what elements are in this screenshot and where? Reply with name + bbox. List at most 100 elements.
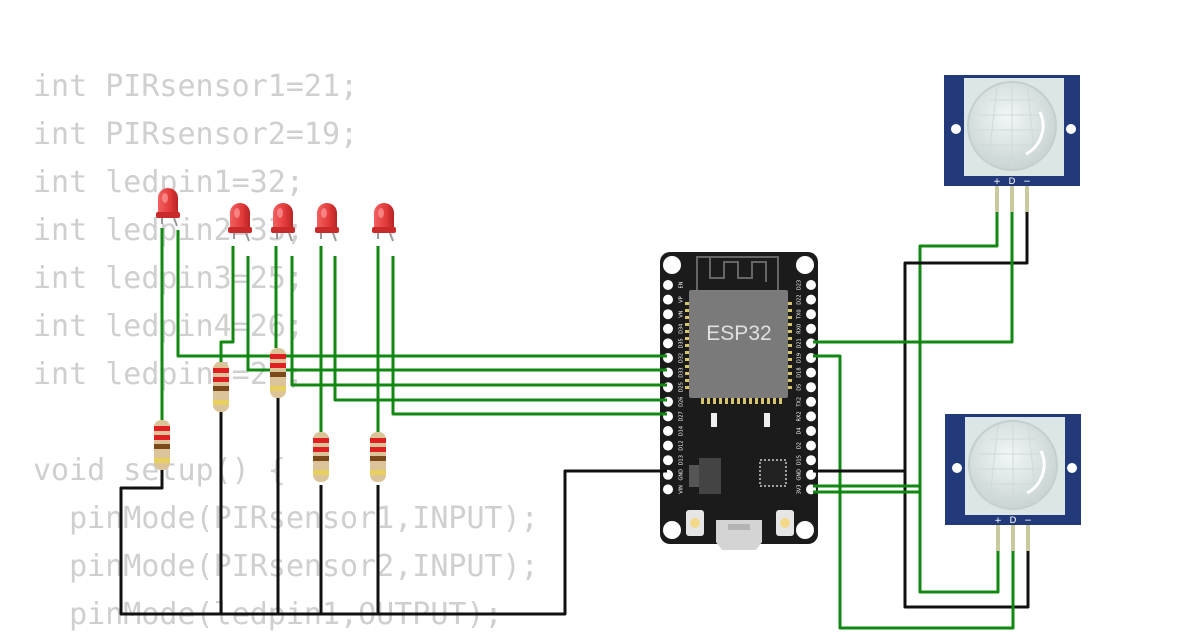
resistor (313, 432, 329, 482)
pin-label: D33 (679, 367, 685, 377)
pin-label: RX0 (797, 324, 803, 334)
resistor-band (154, 444, 170, 449)
pin-label: VIN (679, 485, 685, 494)
voltage-regulator (699, 458, 721, 494)
led-rim (271, 227, 295, 233)
pin-pad (806, 426, 816, 436)
pin-label: EN (679, 281, 685, 288)
pin-label: GND (797, 469, 803, 481)
pin-label: D26 (679, 397, 685, 407)
shield-pad (701, 398, 704, 404)
resistor (213, 362, 229, 412)
led-highlight (378, 208, 384, 218)
pir-pin (1025, 186, 1029, 212)
pir-dome-highlight (1025, 111, 1045, 156)
pin-pad (663, 323, 673, 334)
shield-pad (767, 398, 770, 404)
esp32-board[interactable]: ESP32 ENVPVND34D35D32D33D25D26D27D14D12D… (660, 252, 818, 550)
led-leg (245, 232, 250, 242)
wires (119, 212, 1030, 630)
shield-pad (685, 344, 689, 347)
pir-pin (1026, 525, 1030, 551)
wire (219, 246, 235, 362)
resistor-band (213, 400, 229, 405)
shield-pad (788, 358, 792, 361)
code-line: int PIRsensor1=21; (33, 69, 359, 104)
led-body (273, 203, 293, 227)
resistor-band (370, 456, 386, 461)
resistor-band (213, 386, 229, 391)
pir-pin-label-data: D (1009, 177, 1016, 187)
pin-pad (806, 382, 816, 393)
shield-pad (788, 309, 792, 312)
shield-pad (685, 323, 689, 326)
shield-pad (685, 309, 689, 312)
mount-hole (663, 521, 681, 539)
led-highlight (277, 208, 283, 218)
mount-hole (796, 256, 814, 274)
chip-label: ESP32 (706, 322, 771, 345)
pin-label: D4 (797, 427, 803, 434)
pin-pad (663, 426, 673, 436)
pin-label: RX2 (797, 411, 803, 421)
wire (918, 212, 1000, 594)
code-line: int ledpin3=25; (33, 261, 304, 296)
pin-label: TX0 (797, 309, 803, 320)
shield-pad (788, 379, 792, 382)
boot-button-cap (690, 518, 700, 528)
pin-label: D15 (797, 455, 803, 465)
pir-pin (1011, 525, 1015, 551)
pin-pad (806, 280, 816, 290)
pin-pad (806, 367, 816, 378)
pir-pin (996, 525, 1000, 551)
led-rim (228, 227, 252, 233)
mount-hole (796, 521, 814, 539)
pin-label: TX2 (797, 397, 803, 408)
antenna-trace (696, 256, 779, 290)
wire (290, 256, 667, 387)
wire (246, 256, 667, 372)
pir-sensor-2[interactable]: + D − (945, 414, 1081, 551)
led (156, 188, 180, 227)
resistor-band (313, 447, 329, 452)
shield-pad (779, 398, 782, 404)
pin-pad (663, 280, 673, 290)
shield-pad (725, 398, 728, 404)
pir-sensor-1[interactable]: + D − (944, 75, 1080, 212)
shield-pad (755, 398, 758, 404)
led-rim (372, 227, 396, 233)
pin-label: D18 (797, 367, 803, 377)
pin-label: D19 (797, 353, 803, 363)
resistor-band (370, 470, 386, 475)
shield-pad (737, 398, 740, 404)
shield-pad (788, 323, 792, 326)
resistor-band (213, 377, 229, 382)
pin-pad (663, 309, 673, 320)
led-body (158, 188, 178, 212)
shield-pad (685, 330, 689, 333)
led-highlight (162, 193, 168, 203)
code-line: void setup() { (33, 453, 286, 488)
led (271, 203, 295, 242)
pir-mount-hole (1067, 463, 1077, 473)
pin-pad (806, 396, 816, 407)
led-leg (332, 232, 337, 242)
shield-pad (685, 337, 689, 340)
shield-pad (719, 398, 722, 404)
pin-label: D27 (679, 411, 685, 421)
pin-label: VN (679, 310, 685, 317)
shield-pad (731, 398, 734, 404)
wire (176, 230, 667, 358)
led-group (156, 188, 396, 242)
resistor-group (154, 348, 386, 482)
pin-label: D32 (679, 353, 685, 363)
pir-pin-label-gnd: − (1024, 516, 1032, 526)
pin-pad (663, 455, 673, 466)
reset-button-cap (780, 518, 790, 528)
pin-pad (663, 396, 673, 407)
resistor-band (370, 438, 386, 443)
shield-pad (707, 398, 710, 404)
pir-dome-facets (975, 423, 1051, 507)
